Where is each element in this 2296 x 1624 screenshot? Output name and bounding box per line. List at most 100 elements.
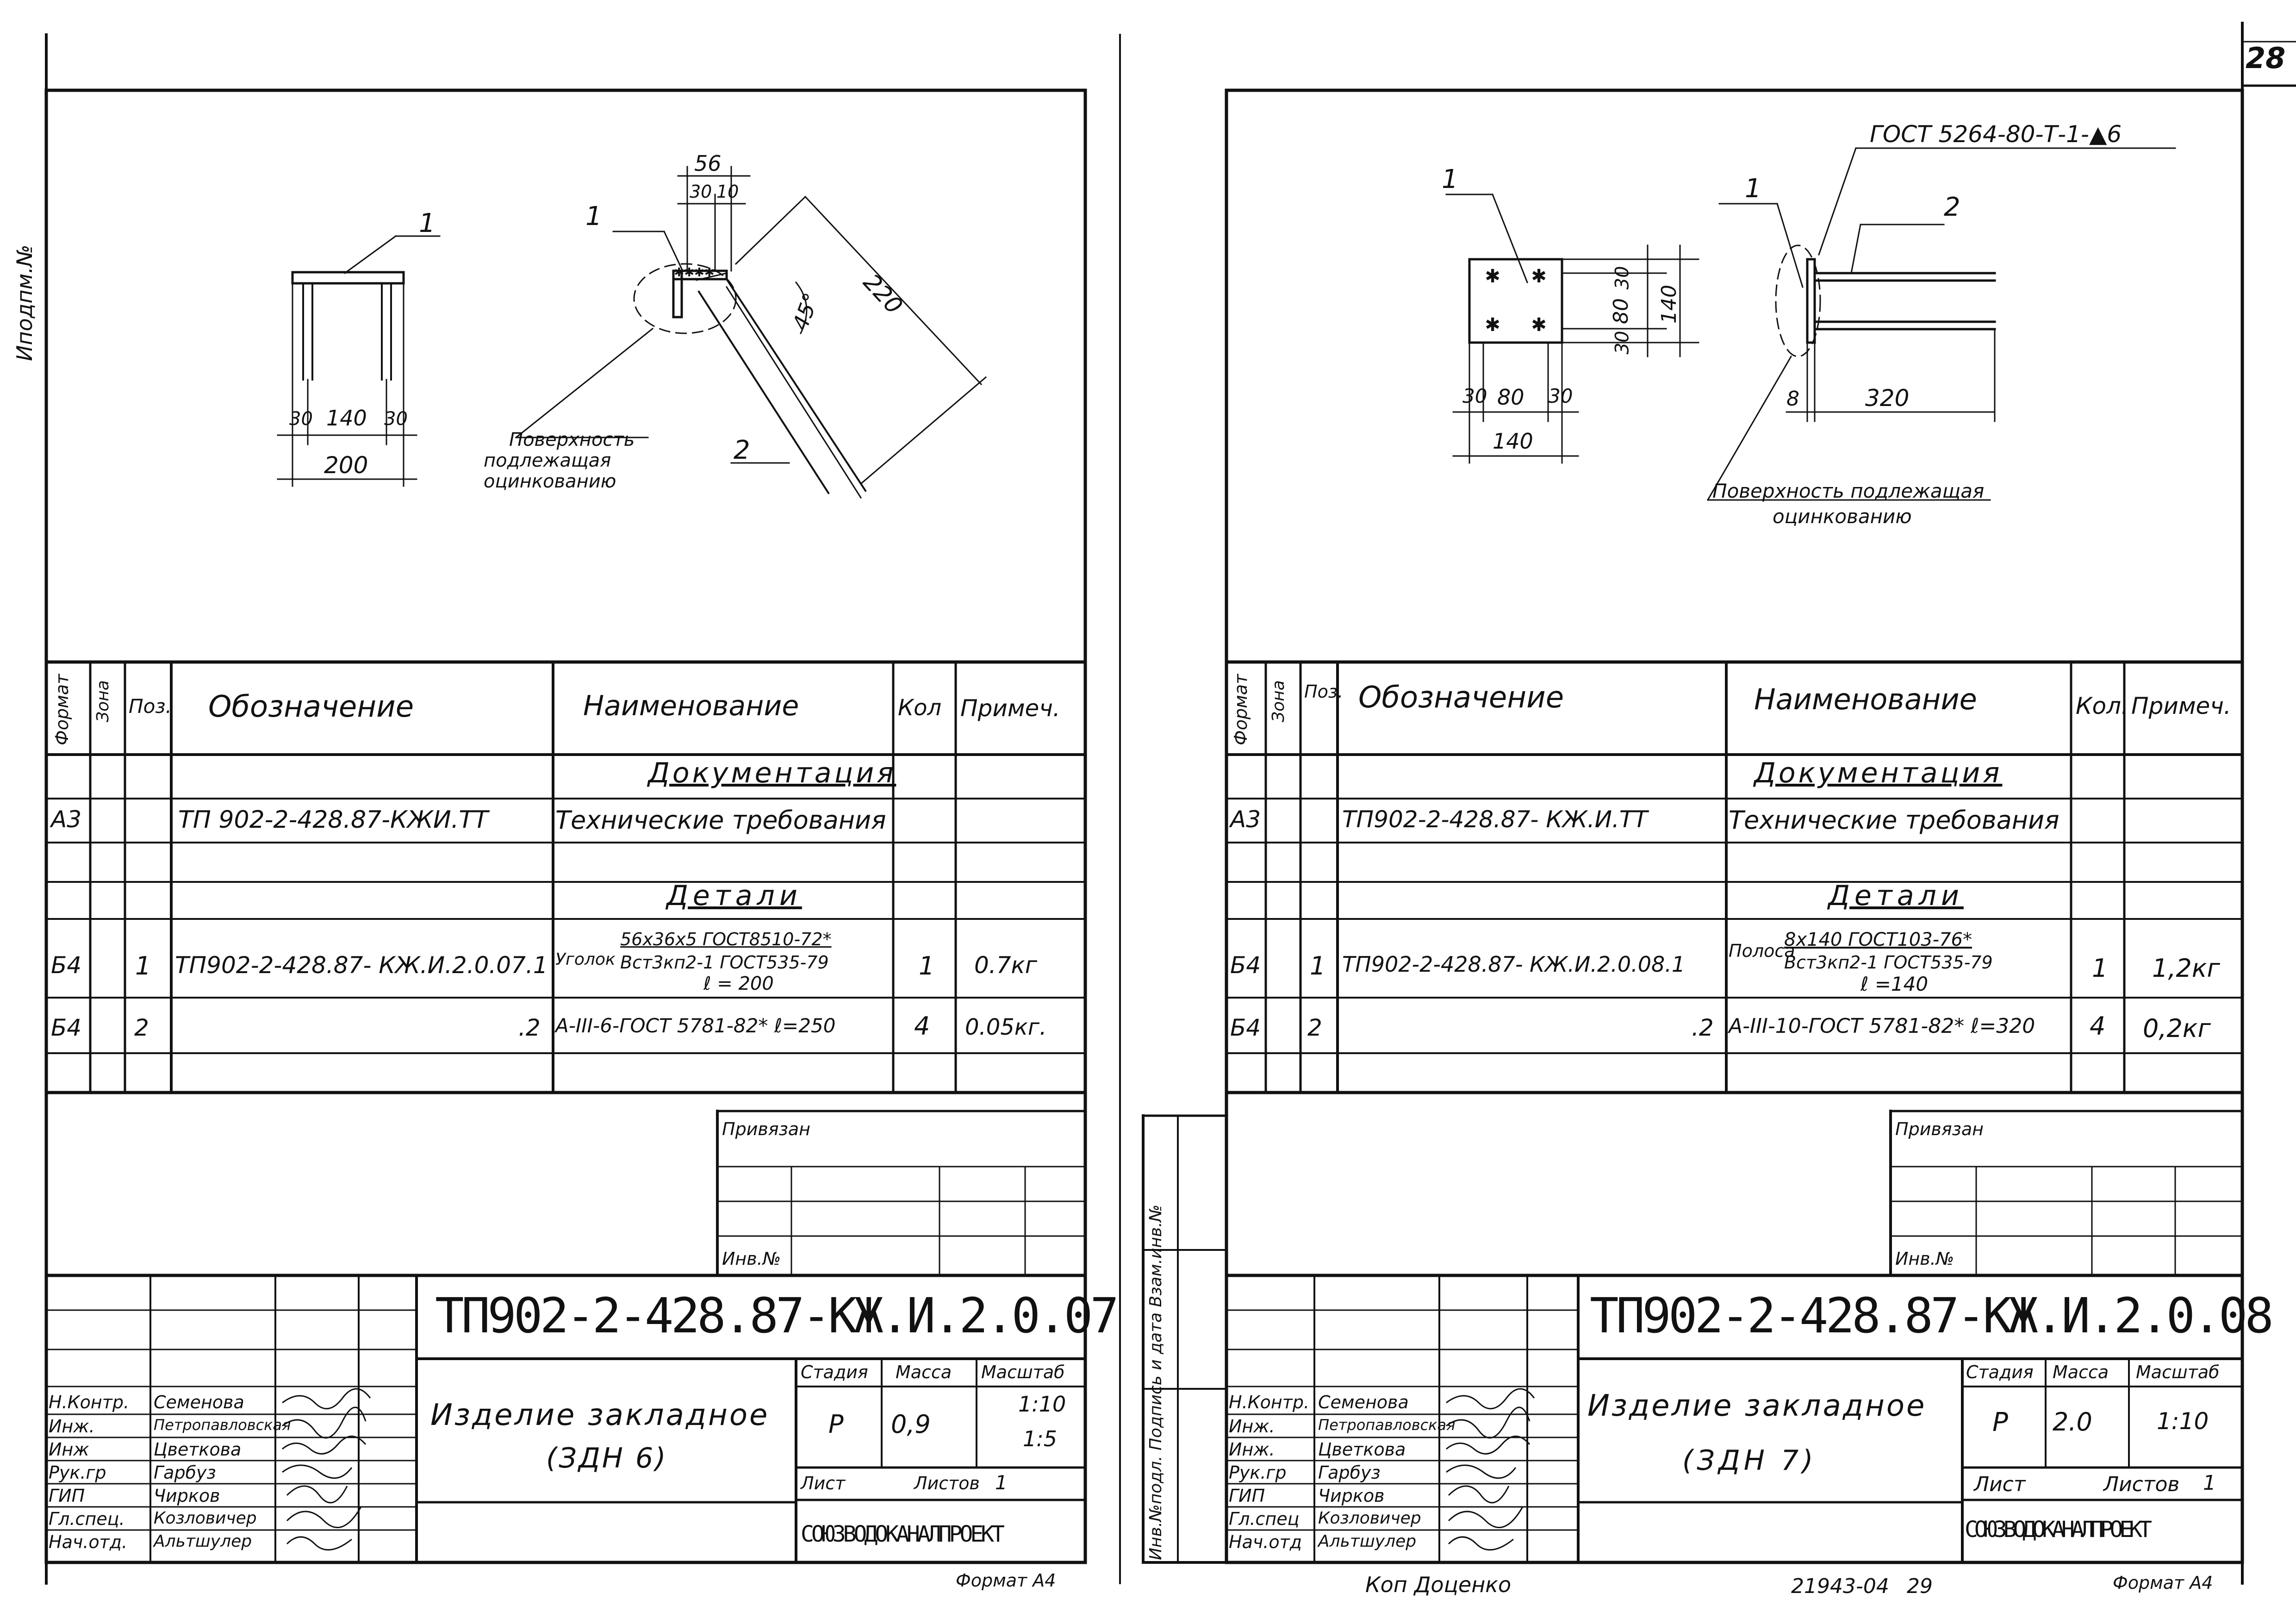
right-row2-pos: 1 — [1310, 951, 1326, 981]
left-hdr-designation: Обозначение — [208, 690, 414, 724]
right-dim-140-h: 140 — [1493, 429, 1533, 454]
right-surface-note-1: Поверхность подлежащая — [1712, 480, 1985, 502]
left-dim-30a: 30 — [289, 408, 313, 430]
left-hdr-pos: Поз. — [129, 695, 172, 718]
right-dim-320: 320 — [1865, 385, 1910, 412]
left-pos1-label-side: 1 — [585, 201, 602, 231]
right-dim-30-bot: 30 — [1612, 331, 1633, 355]
left-org: СОЮЗВОДОКАНАЛПРОЕКТ — [801, 1521, 1005, 1547]
right-row2-qty: 1 — [2092, 954, 2108, 983]
footer-number: 21943-04 — [1791, 1574, 1889, 1598]
page-number: 28 — [2246, 41, 2286, 75]
left-role-0: Н.Контр. — [49, 1392, 130, 1412]
right-hdr-format: Формат — [1231, 674, 1251, 745]
right-section-parts: Детали — [1828, 880, 1964, 912]
left-title-1: Изделие закладное — [430, 1398, 770, 1432]
right-row3-note: 0,2кг — [2143, 1014, 2211, 1043]
left-role-3: Рук.гр — [49, 1462, 106, 1483]
right-row3-format: Б4 — [1230, 1014, 1261, 1041]
left-stage-label: Стадия — [801, 1362, 868, 1382]
left-row3-format: Б4 — [51, 1014, 82, 1041]
left-name-5: Козловичер — [154, 1509, 257, 1528]
left-dim-30b: 30 — [384, 408, 408, 430]
right-row2-name-3: Вст3кп2-1 ГОСТ535-79 — [1784, 952, 1993, 973]
left-row2-name-2: 56х36х5 ГОСТ8510-72* — [620, 929, 832, 949]
right-weld-standard: ГОСТ 5264-80-Т-1-▲6 — [1870, 121, 2122, 148]
right-scale-1: 1:10 — [2157, 1408, 2209, 1435]
right-sheets-label: Листов — [2103, 1473, 2180, 1496]
left-row2-name-4: ℓ = 200 — [703, 973, 774, 994]
right-row2-designation: ТП902-2-428.87- КЖ.И.2.0.08.1 — [1342, 952, 1686, 977]
left-name-4: Чирков — [154, 1486, 220, 1506]
left-row1-name: Технические требования — [555, 806, 886, 835]
right-row3-name: А-III-10-ГОСТ 5781-82* ℓ=320 — [1729, 1014, 2035, 1038]
right-format: Формат А4 — [2113, 1573, 2213, 1593]
svg-text:✱: ✱ — [1531, 266, 1547, 287]
left-row3-pos: 2 — [134, 1014, 149, 1041]
left-scale-label: Масштаб — [981, 1362, 1065, 1382]
left-name-1: Петропавловская — [154, 1416, 291, 1434]
right-row2-format: Б4 — [1230, 952, 1261, 979]
left-scale-2: 1:5 — [1023, 1426, 1058, 1451]
right-row1-name: Технические требования — [1729, 806, 2060, 835]
right-pos1-label-side: 1 — [1745, 174, 1761, 204]
right-sheets: 1 — [2203, 1471, 2216, 1495]
right-dim-30-l: 30 — [1462, 385, 1487, 407]
svg-text:✱: ✱ — [1485, 266, 1500, 287]
left-section-parts: Детали — [666, 880, 802, 912]
left-row2-designation: ТП902-2-428.87- КЖ.И.2.0.07.1 — [175, 952, 548, 979]
left-role-4: ГИП — [49, 1486, 85, 1506]
right-name-2: Цветкова — [1318, 1439, 1406, 1460]
right-hdr-pos: Поз. — [1304, 681, 1344, 702]
right-section-docs: Документация — [1754, 757, 2003, 789]
right-pos2-label: 2 — [1944, 192, 1960, 222]
left-scale-1: 1:10 — [1018, 1392, 1066, 1417]
right-surface-note-2: оцинкованию — [1773, 505, 1912, 528]
left-dim-140: 140 — [326, 406, 367, 431]
svg-text:✱: ✱ — [1485, 314, 1500, 336]
right-sheet-label: Лист — [1974, 1473, 2026, 1496]
right-hdr-designation: Обозначение — [1358, 681, 1564, 715]
left-dim-56: 56 — [694, 151, 722, 176]
right-role-3: Рук.гр — [1229, 1462, 1287, 1483]
right-privyazan: Привязан — [1895, 1119, 1984, 1139]
right-name-3: Гарбуз — [1318, 1462, 1381, 1483]
left-title-2: (ЗДН 6) — [546, 1442, 668, 1474]
right-role-2: Инж. — [1229, 1439, 1275, 1460]
left-sheets: 1 — [995, 1471, 1008, 1494]
right-title-2: (ЗДН 7) — [1682, 1444, 1817, 1477]
left-row3-qty: 4 — [914, 1012, 930, 1041]
right-pos1-label-front: 1 — [1442, 164, 1458, 194]
left-dim-10: 10 — [716, 181, 739, 202]
right-role-5: Гл.спец — [1229, 1509, 1300, 1529]
right-stage-label: Стадия — [1966, 1362, 2034, 1382]
right-dim-8: 8 — [1786, 387, 1799, 411]
right-hdr-note: Примеч. — [2131, 693, 2231, 719]
svg-text:✱: ✱ — [1531, 314, 1547, 336]
left-surface-note-2: подлежащая — [484, 450, 611, 471]
right-scale-label: Масштаб — [2136, 1362, 2220, 1382]
right-row2-name-2: 8х140 ГОСТ103-76* — [1784, 929, 1972, 950]
left-row2-name-1: Уголок — [555, 950, 616, 969]
right-name-1: Петропавловская — [1318, 1416, 1456, 1434]
left-privyazan: Привязан — [722, 1119, 810, 1139]
right-title-1: Изделие закладное — [1587, 1389, 1927, 1423]
left-role-2: Инж — [49, 1439, 89, 1460]
left-dim-200: 200 — [324, 452, 368, 479]
left-surface-note-3: оцинкованию — [484, 471, 616, 492]
left-hdr-name: Наименование — [583, 690, 799, 722]
right-dim-140-v: 140 — [1657, 285, 1681, 324]
right-row2-note: 1,2кг — [2152, 954, 2220, 983]
left-row3-note: 0.05кг. — [965, 1014, 1047, 1040]
left-hdr-note: Примеч. — [960, 695, 1060, 722]
left-row3-name: А-III-6-ГОСТ 5781-82* ℓ=250 — [555, 1014, 836, 1037]
right-inv-no: Инв.№ — [1895, 1249, 1954, 1269]
right-side-label: Инв.№подл. Подпись и дата Взам.инв.№ — [1146, 1204, 1165, 1560]
right-mass-label: Масса — [2053, 1362, 2109, 1382]
right-row1-format: А3 — [1230, 806, 1261, 833]
right-hdr-qty: Кол. — [2076, 693, 2128, 719]
left-row2-format: Б4 — [51, 952, 82, 979]
right-row1-designation: ТП902-2-428.87- КЖ.И.ТТ — [1342, 806, 1648, 833]
